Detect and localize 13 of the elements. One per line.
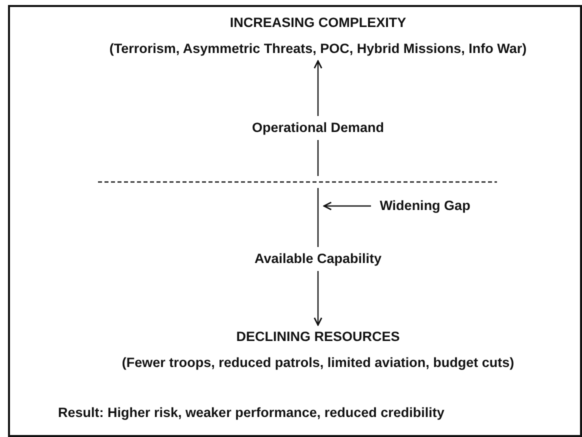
node-label: Available Capability (254, 250, 382, 268)
connector-line (317, 188, 319, 247)
result-note: Result: Higher risk, weaker performance, reduced credibility (58, 405, 444, 420)
node-label: Widening Gap (380, 197, 470, 215)
subtitle-text: (Terrorism, Asymmetric Threats, POC, Hybrid Missions, Info War) (109, 40, 527, 58)
subtitle-text: (Fewer troops, reduced patrols, limited aviation, budget cuts) (122, 354, 514, 372)
connector-line (317, 140, 319, 176)
arrow (323, 202, 371, 210)
node-label: Operational Demand (252, 119, 384, 137)
heading-text: DECLINING RESOURCES (236, 328, 400, 346)
arrow (314, 60, 322, 116)
arrow (314, 271, 322, 326)
heading-text: INCREASING COMPLEXITY (230, 14, 406, 32)
